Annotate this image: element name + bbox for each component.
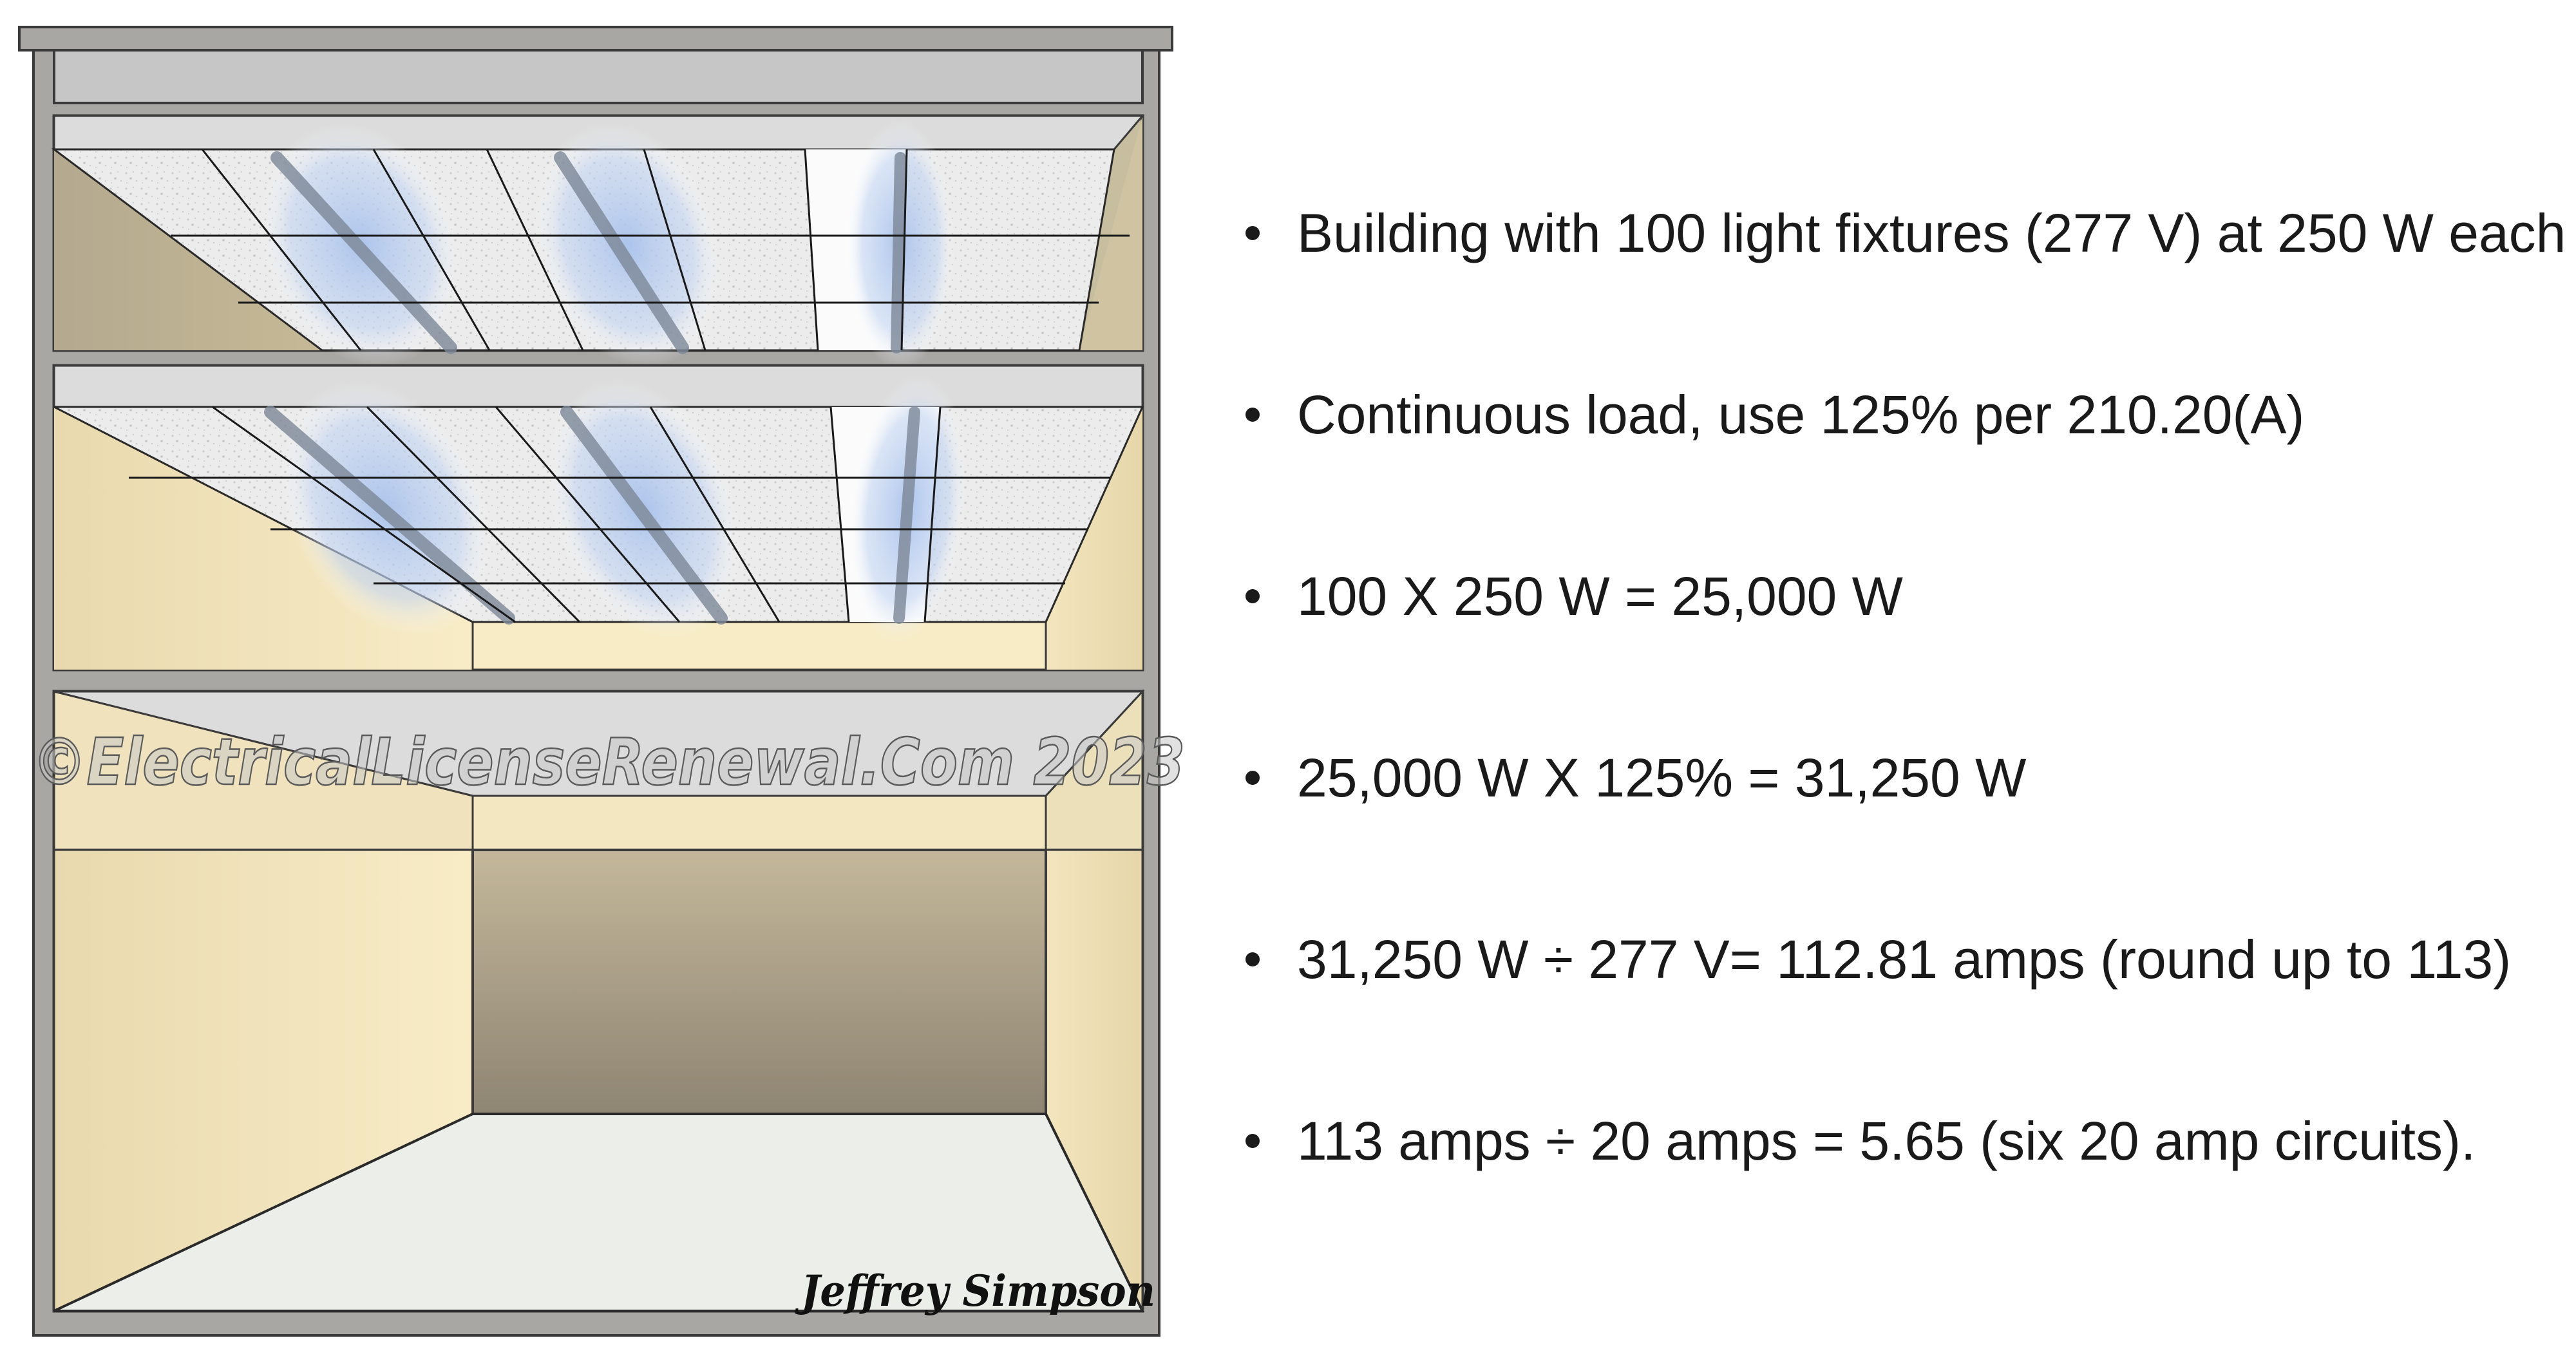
bullet-item: 25,000 W X 125% = 31,250 W	[1236, 739, 2570, 816]
bullet-text: Continuous load, use 125% per 210.20(A)	[1297, 384, 2305, 445]
bullet-text: 113 amps ÷ 20 amps = 5.65 (six 20 amp ci…	[1297, 1110, 2476, 1171]
bullet-text: 31,250 W ÷ 277 V= 112.81 amps (round up …	[1297, 928, 2512, 990]
bullet-text: Building with 100 light fixtures (277 V)…	[1297, 202, 2566, 263]
artist-signature: Jeffrey Simpson	[795, 1266, 1155, 1316]
building-cross-section-illustration: ©ElectricalLicenseRenewal.Com 2023 Jeffr…	[18, 26, 1186, 1337]
watermark: ©ElectricalLicenseRenewal.Com 2023	[32, 724, 1185, 800]
bullet-icon	[1245, 1134, 1260, 1148]
bullet-icon	[1245, 226, 1260, 240]
floor-bottom	[52, 689, 1145, 1313]
bullet-item: Building with 100 light fixtures (277 V)…	[1236, 194, 2570, 272]
bullet-icon	[1245, 589, 1260, 603]
back-wall	[471, 849, 1047, 1115]
room-floor	[53, 1113, 1145, 1312]
bullet-icon	[1245, 408, 1260, 422]
calculation-bullet-list: Building with 100 light fixtures (277 V)…	[1236, 0, 2576, 1356]
bullet-text: 100 X 250 W = 25,000 W	[1297, 565, 1903, 626]
bullet-item: 113 amps ÷ 20 amps = 5.65 (six 20 amp ci…	[1236, 1102, 2570, 1180]
bullet-text: 25,000 W X 125% = 31,250 W	[1297, 747, 2027, 808]
floor-top	[51, 114, 1145, 370]
roof-beam	[53, 49, 1144, 104]
bullet-icon	[1245, 771, 1260, 785]
roof-cap	[18, 26, 1173, 52]
floor-middle	[52, 364, 1144, 672]
bullet-item: 100 X 250 W = 25,000 W	[1236, 558, 2570, 635]
bullet-item: 31,250 W ÷ 277 V= 112.81 amps (round up …	[1236, 921, 2570, 998]
bullet-icon	[1245, 952, 1260, 966]
bullet-item: Continuous load, use 125% per 210.20(A)	[1236, 376, 2570, 453]
